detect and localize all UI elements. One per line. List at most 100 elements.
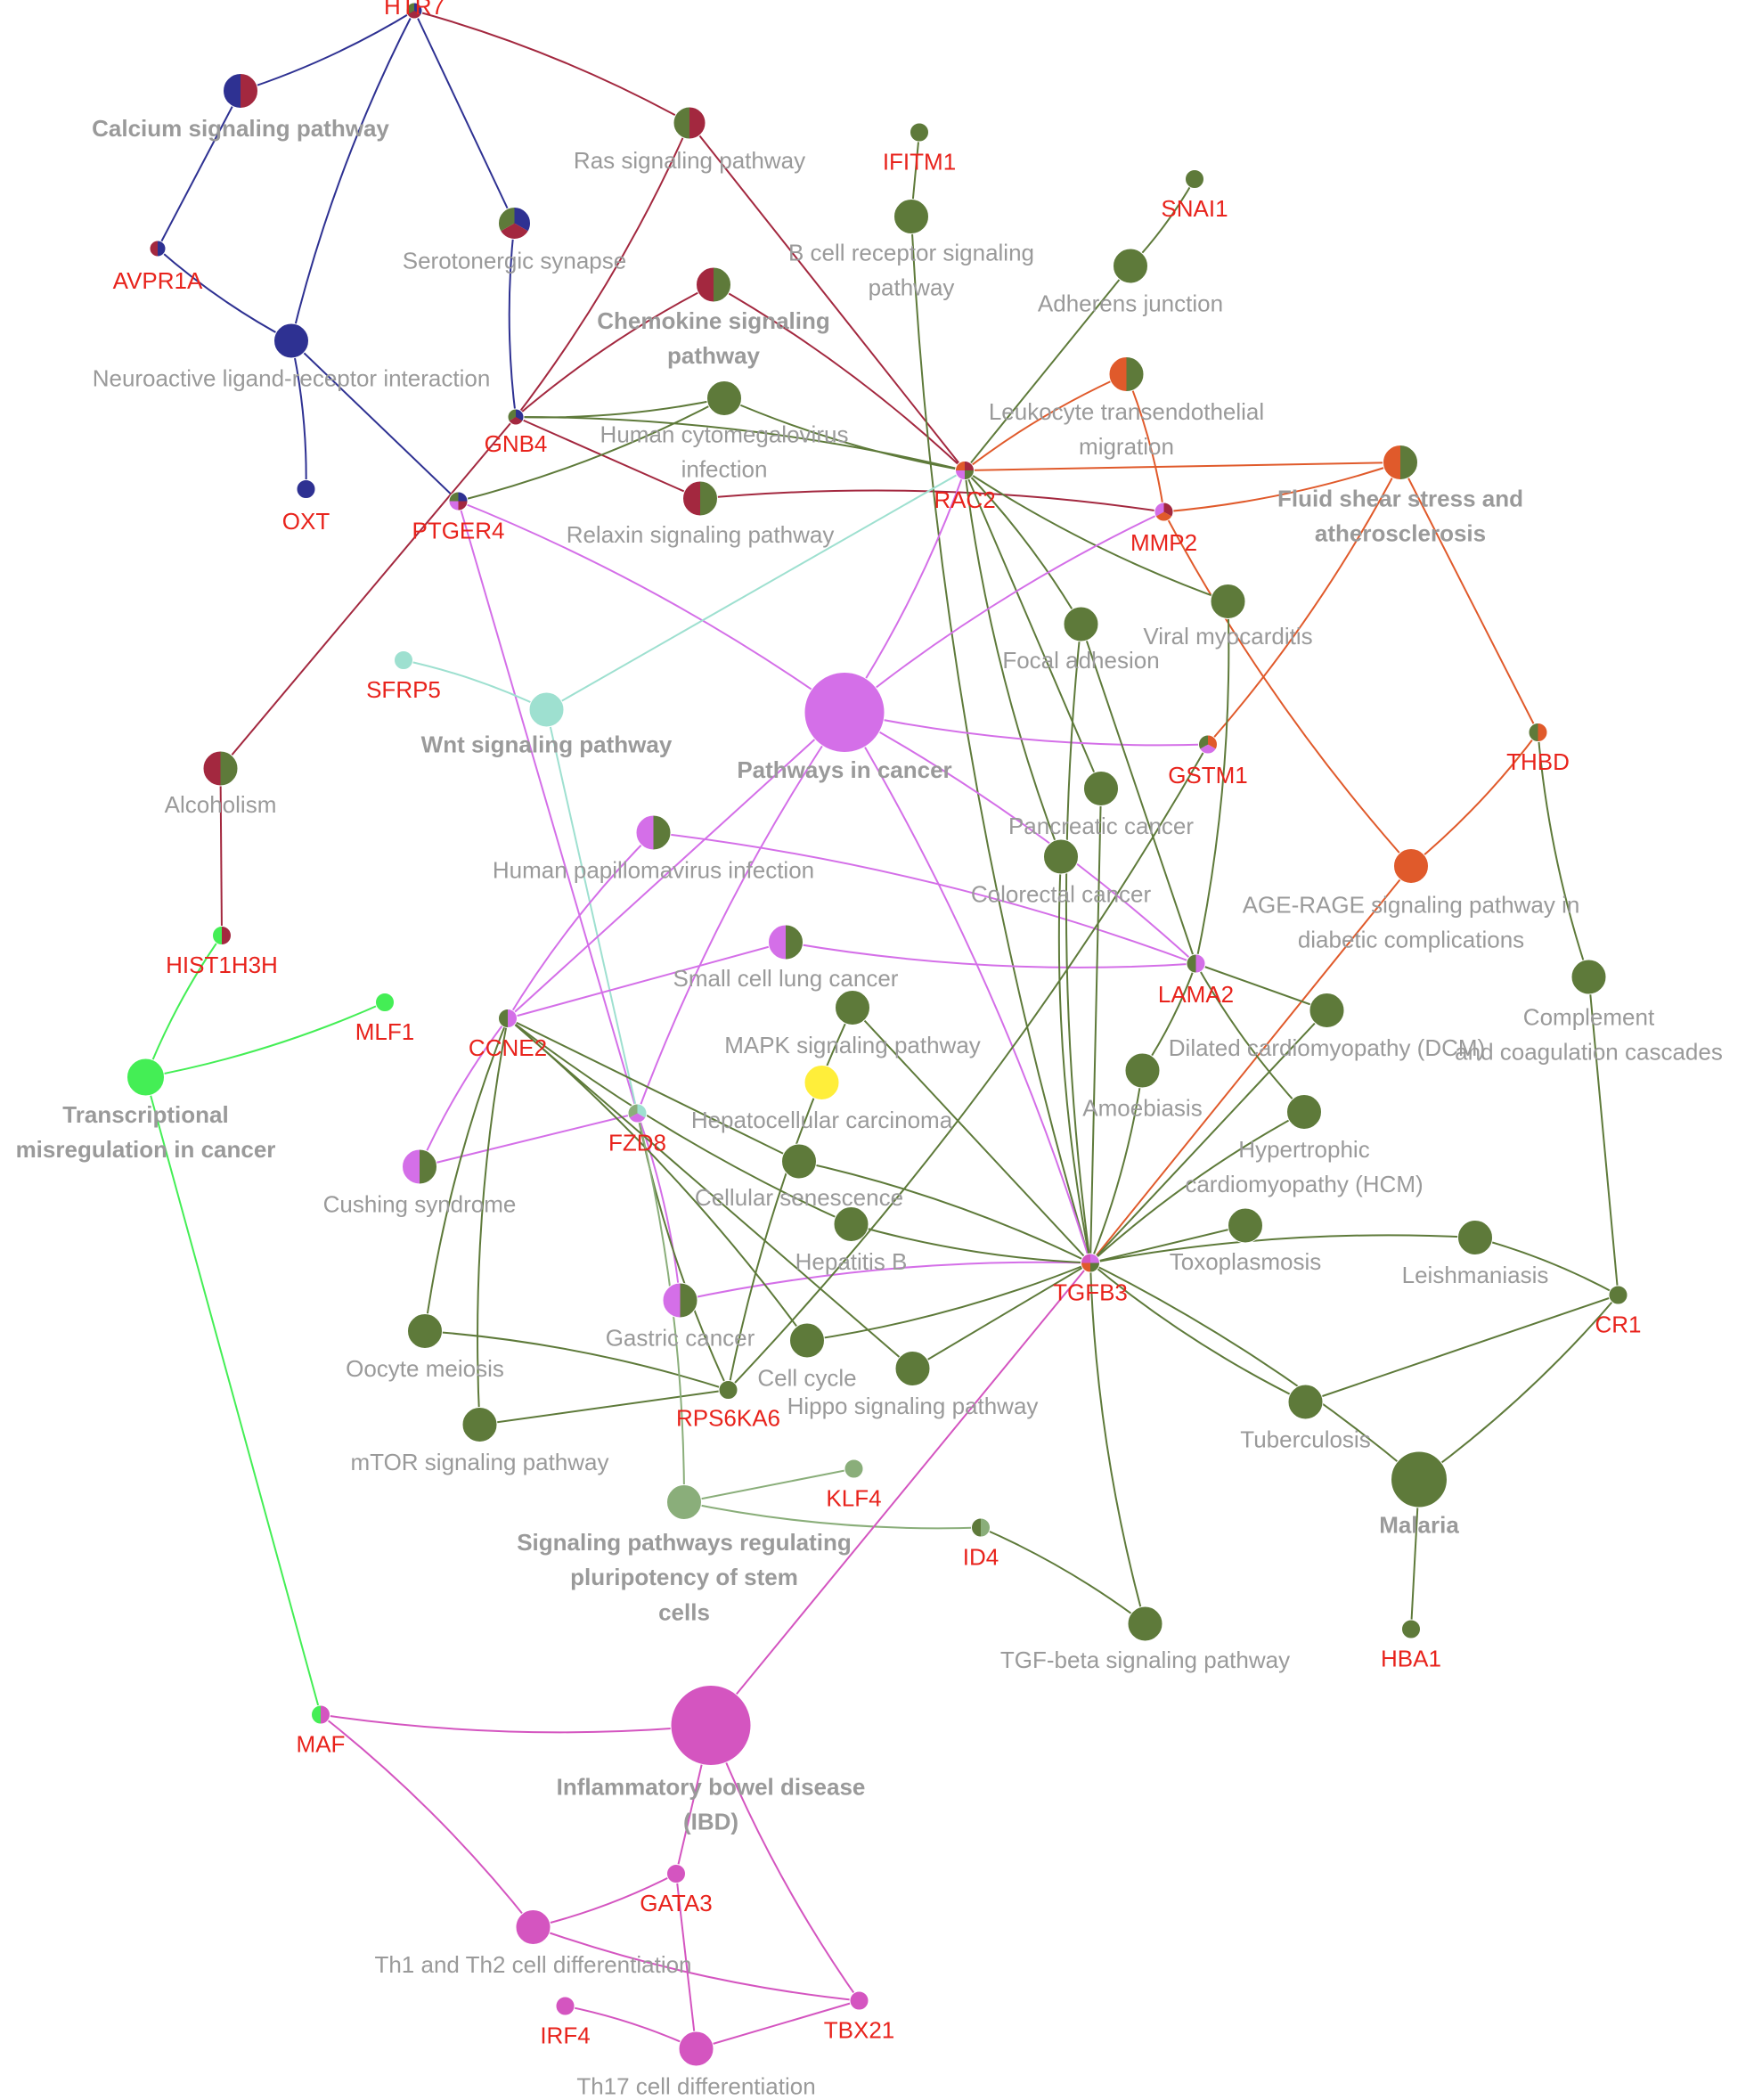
label-complement-line: Complement	[1523, 1004, 1655, 1031]
node-rac2[interactable]	[955, 461, 975, 480]
node-pluripotency[interactable]	[666, 1484, 702, 1520]
node-oocyte[interactable]	[407, 1313, 443, 1349]
node-gata3[interactable]	[666, 1864, 686, 1883]
node-id4[interactable]	[971, 1517, 991, 1538]
node-relaxin[interactable]	[682, 480, 718, 517]
node-mlf1-disc	[375, 993, 395, 1012]
node-fzd8[interactable]	[627, 1103, 648, 1124]
node-maf[interactable]	[311, 1704, 330, 1725]
node-hcm[interactable]	[1286, 1094, 1322, 1130]
node-hpv[interactable]	[635, 814, 672, 851]
node-oxt-disc	[296, 479, 316, 499]
node-ccne2[interactable]	[498, 1009, 518, 1028]
node-complement[interactable]	[1570, 959, 1607, 995]
node-thbd[interactable]	[1528, 723, 1548, 742]
node-alcoholism-slice	[203, 751, 221, 786]
node-sclc-slice	[786, 925, 804, 960]
node-senescence[interactable]	[781, 1143, 817, 1180]
node-viral[interactable]	[1210, 584, 1246, 619]
node-gnb4[interactable]	[507, 408, 525, 426]
label-fzd8-line: FZD8	[608, 1130, 666, 1156]
edge-mmp2-fluid	[1163, 462, 1401, 513]
node-dcm[interactable]	[1309, 993, 1345, 1028]
node-snai1[interactable]	[1185, 169, 1204, 189]
label-bcell-line: pathway	[869, 274, 955, 301]
node-pancreatic[interactable]	[1083, 771, 1119, 806]
node-ras[interactable]	[673, 106, 706, 140]
node-th17[interactable]	[678, 2031, 714, 2067]
node-leukocyte[interactable]	[1108, 356, 1145, 392]
node-cellcycle[interactable]	[789, 1322, 825, 1359]
node-tgfb3[interactable]	[1081, 1253, 1100, 1273]
node-alcoholism[interactable]	[202, 750, 239, 787]
node-sfrp5[interactable]	[394, 650, 413, 670]
node-gstm1[interactable]	[1198, 734, 1218, 755]
node-mtor[interactable]	[461, 1407, 498, 1442]
node-avpr1a[interactable]	[149, 240, 167, 257]
edge-pathways_cancer-lama2	[844, 711, 1197, 965]
node-wnt[interactable]	[528, 691, 565, 728]
node-tbx21[interactable]	[849, 1990, 869, 2011]
node-rac2-slice	[955, 461, 965, 470]
node-mapk[interactable]	[835, 990, 870, 1025]
label-neuroactive-line: Neuroactive ligand-receptor interaction	[93, 365, 491, 392]
edge-htr7-ras	[413, 10, 690, 124]
node-cushing[interactable]	[402, 1148, 437, 1185]
label-thbd-line: THBD	[1506, 748, 1570, 775]
node-irf4[interactable]	[555, 1996, 575, 2016]
node-chemokine[interactable]	[696, 266, 731, 303]
node-pathways_cancer[interactable]	[804, 672, 885, 753]
node-cmv[interactable]	[706, 380, 742, 416]
node-oxt[interactable]	[296, 479, 316, 499]
node-cushing-slice	[420, 1149, 437, 1184]
node-cr1[interactable]	[1608, 1285, 1628, 1305]
node-focal[interactable]	[1063, 606, 1099, 642]
edge-id4-tgfbeta	[980, 1526, 1146, 1625]
node-rps6ka6[interactable]	[718, 1380, 738, 1400]
node-leish[interactable]	[1457, 1220, 1493, 1255]
node-mlf1[interactable]	[375, 993, 395, 1012]
node-ibd[interactable]	[670, 1685, 752, 1766]
node-serotonergic[interactable]	[498, 207, 531, 240]
edge-leish-cr1	[1474, 1237, 1619, 1296]
node-amoebiasis[interactable]	[1124, 1052, 1161, 1089]
edge-cr1-tuberculosis	[1305, 1294, 1619, 1403]
node-tuberculosis[interactable]	[1287, 1384, 1324, 1420]
node-th1th2[interactable]	[515, 1909, 551, 1945]
edge-avpr1a-neuroactive	[157, 248, 292, 342]
node-adherens[interactable]	[1113, 248, 1148, 284]
node-hippo[interactable]	[894, 1351, 931, 1386]
node-mmp2[interactable]	[1154, 502, 1174, 522]
node-ptger4-slice	[458, 501, 468, 511]
label-gnb4-line: GNB4	[485, 430, 548, 457]
node-age_rage[interactable]	[1393, 848, 1429, 884]
node-ifitm1[interactable]	[910, 122, 929, 143]
node-thbd-ring	[1528, 723, 1548, 742]
edge-chemokine-rac2	[713, 283, 966, 471]
node-ptger4[interactable]	[448, 491, 469, 511]
node-colorectal[interactable]	[1043, 838, 1079, 875]
node-hepb[interactable]	[833, 1206, 869, 1242]
node-htr7[interactable]	[405, 2, 423, 20]
node-klf4[interactable]	[844, 1459, 864, 1479]
node-lama2[interactable]	[1186, 953, 1206, 974]
label-hippo-line: Hippo signaling pathway	[787, 1393, 1039, 1419]
node-bcell[interactable]	[893, 199, 929, 234]
node-toxo[interactable]	[1228, 1207, 1263, 1244]
node-neuroactive[interactable]	[273, 323, 309, 359]
node-fluid[interactable]	[1383, 445, 1418, 480]
node-sclc[interactable]	[768, 924, 804, 960]
node-calcium[interactable]	[223, 73, 258, 109]
node-transcriptional[interactable]	[126, 1058, 165, 1097]
node-tgfbeta[interactable]	[1127, 1606, 1163, 1642]
node-gastric[interactable]	[662, 1282, 698, 1319]
label-leukocyte-line: Leukocyte transendothelial	[989, 398, 1264, 425]
node-fluid-ring	[1383, 445, 1418, 480]
node-hepatocellular[interactable]	[804, 1065, 840, 1100]
node-malaria[interactable]	[1391, 1450, 1448, 1508]
node-hist1h3h[interactable]	[212, 926, 232, 945]
node-hba1[interactable]	[1401, 1619, 1421, 1639]
edge-ptger4-cmv	[458, 397, 725, 503]
